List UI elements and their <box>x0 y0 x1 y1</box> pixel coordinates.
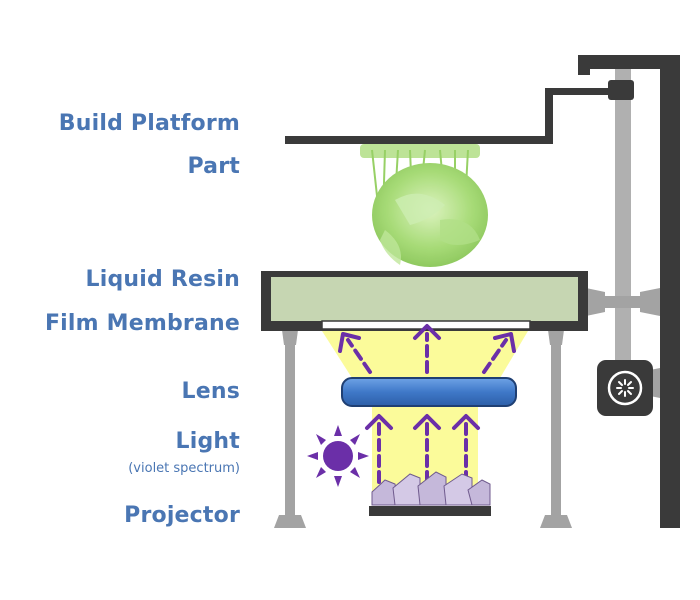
label-projector: Projector <box>124 503 240 528</box>
vat-legs <box>274 330 572 528</box>
projector <box>369 471 491 516</box>
label-light-note: (violet spectrum) <box>128 461 240 476</box>
right-column <box>545 55 680 528</box>
light-arrows-upper <box>346 332 508 374</box>
lens <box>341 377 517 407</box>
fan-icon <box>597 360 653 416</box>
resin-vat <box>261 271 588 331</box>
label-liquid-resin: Liquid Resin <box>85 267 240 292</box>
arrowheads-upper <box>338 324 516 353</box>
label-light: Light <box>175 429 240 454</box>
printed-part <box>360 144 488 267</box>
label-film-membrane: Film Membrane <box>44 311 240 336</box>
label-build-platform: Build Platform <box>58 111 240 136</box>
label-part: Part <box>187 154 240 179</box>
arrowheads-lower <box>365 414 480 430</box>
label-lens: Lens <box>181 379 240 404</box>
light-arrows-lower <box>377 420 468 484</box>
sun-icon <box>307 425 369 487</box>
build-platform <box>285 136 553 144</box>
